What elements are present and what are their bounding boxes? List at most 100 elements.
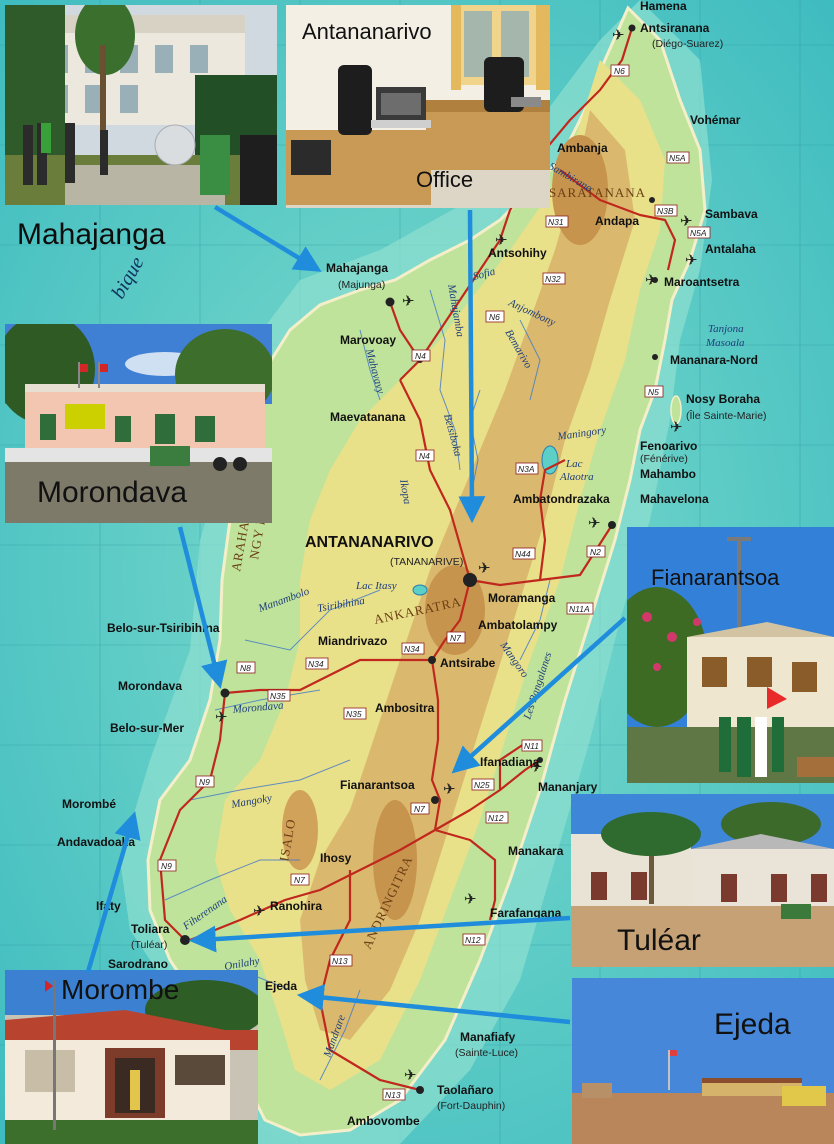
isalo-massif: [282, 790, 318, 870]
city-morondava: Morondava: [118, 679, 182, 693]
svg-text:N6: N6: [489, 312, 500, 322]
svg-text:N11: N11: [524, 741, 539, 751]
road-tag-n3b: N3B: [654, 204, 678, 217]
morondava-caption: Morondava: [37, 476, 188, 509]
svg-text:✈: ✈: [404, 1066, 417, 1084]
city-sambava: Sambava: [705, 207, 758, 221]
city-ifaty: Ifaty: [96, 899, 121, 913]
svg-text:N13: N13: [332, 956, 348, 966]
road-tag-n34-east: N34: [401, 642, 425, 655]
lake-alaotra-2: Alaotra: [559, 471, 594, 483]
river-fiherenana: Fiherenana: [180, 893, 230, 933]
svg-text:N35: N35: [270, 691, 286, 701]
road-tag-n12-south: N12: [462, 933, 486, 946]
svg-text:✈: ✈: [588, 514, 601, 532]
river-mahajamba: Mahajamba: [445, 282, 466, 338]
road-tag-n5: N5: [644, 385, 664, 398]
road-tag-n34-west: N34: [305, 657, 329, 670]
city-miandrivazo: Miandrivazo: [318, 634, 387, 648]
photo-morondava-building: Morondava: [5, 324, 272, 523]
svg-text:✈: ✈: [612, 26, 625, 44]
svg-text:N9: N9: [161, 861, 172, 871]
river-betsiboka: Betsiboka: [441, 413, 464, 458]
river-bemarivo: Bemarivo: [502, 328, 534, 371]
alt-taolanaro: (Fort-Dauphin): [437, 1100, 505, 1112]
city-ambatondrazaka: Ambatondrazaka: [513, 492, 610, 506]
region-masoala-1: Tanjona: [708, 323, 744, 335]
photo-fianarantsoa-building: Fianarantsoa: [627, 527, 834, 783]
road-tag-n5a-1: N5A: [666, 151, 690, 164]
river-manambolo: Manambolo: [256, 585, 311, 615]
road-tag-n8: N8: [236, 661, 256, 674]
road-tag-n9-north: N9: [195, 775, 215, 788]
photo-tulear-building: Tuléar: [571, 794, 834, 967]
region-andringitra: ANDRINGITRA: [359, 853, 415, 951]
road-tag-n6-north: N6: [610, 64, 630, 77]
road-tag-n6-south: N6: [485, 310, 505, 323]
morombe-caption: Morombe: [61, 974, 180, 1005]
city-hamena: Hamena: [640, 0, 687, 13]
city-ambovombe: Ambovombe: [347, 1114, 420, 1128]
city-nosy-boraha: Nosy Boraha: [686, 392, 760, 406]
svg-text:✈: ✈: [464, 890, 477, 908]
city-sarodrano: Sarodrano: [108, 957, 168, 971]
city-marovoay: Marovoay: [340, 333, 396, 347]
road-tag-n25: N25: [471, 778, 495, 791]
alt-antsiranana: (Diégo-Suarez): [652, 38, 723, 50]
city-antalaha: Antalaha: [705, 242, 756, 256]
city-ihosy: Ihosy: [320, 851, 352, 865]
city-andavadoaka: Andavadoaka: [57, 835, 135, 849]
svg-text:N5A: N5A: [669, 153, 686, 163]
city-mahavelona: Mahavelona: [640, 492, 709, 506]
capital-antananarivo: ANTANANARIVO: [305, 534, 434, 551]
ejeda-caption: Ejeda: [714, 1008, 791, 1041]
road-tag-n12-north: N12: [485, 811, 509, 824]
road-tag-n4-north: N4: [411, 349, 431, 362]
road-tag-n3a: N3A: [515, 462, 539, 475]
svg-text:✈: ✈: [253, 902, 266, 920]
svg-text:N13: N13: [385, 1090, 401, 1100]
road-tag-n9-south: N9: [157, 859, 177, 872]
river-mangoky: Mangoky: [229, 792, 272, 811]
lac-alaotra: [541, 445, 559, 475]
svg-text:N5: N5: [648, 387, 659, 397]
city-belo-sur-mer: Belo-sur-Mer: [110, 721, 184, 735]
city-belo-sur-tsiribihina: Belo-sur-Tsiribihina: [107, 621, 220, 635]
city-antsohihy: Antsohihy: [488, 246, 547, 260]
road-tag-n44: N44: [512, 547, 536, 560]
svg-text:N7: N7: [450, 633, 461, 643]
road-tag-n2: N2: [586, 545, 606, 558]
city-fianarantsoa: Fianarantsoa: [340, 778, 415, 792]
river-tsiribihina: Tsiribihina: [316, 595, 366, 615]
road-tag-n35-east: N35: [343, 707, 367, 720]
city-vohemar: Vohémar: [690, 113, 741, 127]
road-tag-n7-north: N7: [446, 631, 466, 644]
svg-text:N4: N4: [419, 451, 430, 461]
nosy-boraha-island: [670, 395, 682, 425]
photo-antananarivo-office: Antananarivo Office: [286, 5, 550, 208]
antananarivo-caption: Antananarivo: [302, 19, 432, 44]
alt-antananarivo: (TANANARIVE): [390, 556, 463, 568]
svg-text:N12: N12: [465, 935, 481, 945]
alt-toliara: (Tuléar): [131, 939, 167, 951]
city-mananara-nord: Mananara-Nord: [670, 353, 758, 367]
region-isalo: ISALO: [276, 817, 298, 862]
road-tag-n11: N11: [521, 739, 543, 752]
alt-manafiafy: (Sainte-Luce): [455, 1047, 518, 1059]
fianarantsoa-caption: Fianarantsoa: [651, 565, 780, 590]
svg-text:✈: ✈: [670, 418, 683, 436]
road-tag-n4-south: N4: [415, 449, 435, 462]
city-ranohira: Ranohira: [270, 899, 322, 913]
svg-text:N5A: N5A: [690, 228, 707, 238]
svg-text:N34: N34: [404, 644, 420, 654]
svg-text:✈: ✈: [495, 231, 508, 249]
region-masoala-2: Masoala: [705, 337, 745, 349]
office-caption: Office: [416, 167, 474, 192]
road-tag-n32: N32: [542, 272, 566, 285]
photo-morombe-building: Morombe: [5, 970, 258, 1144]
lac-itasy: [412, 584, 428, 596]
svg-text:N44: N44: [515, 549, 531, 559]
city-moramanga: Moramanga: [488, 591, 556, 605]
photo-mahajanga-building: [5, 5, 277, 205]
